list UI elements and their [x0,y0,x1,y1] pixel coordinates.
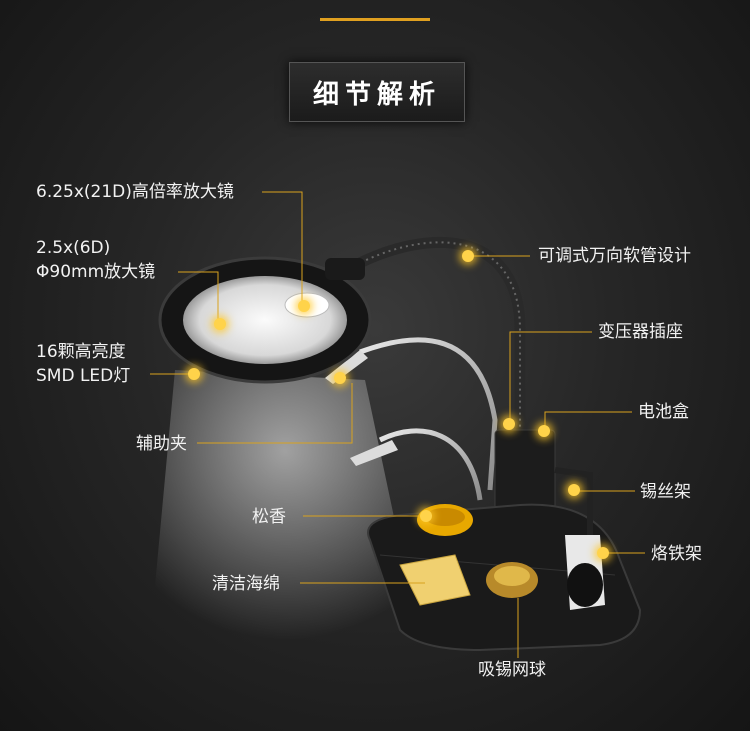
hotspot-gooseneck [462,250,474,262]
cleaning-sponge [399,554,471,606]
hotspot-battery [538,425,550,437]
hotspot-magnifier-low [214,318,226,330]
label-tip-cleaner: 吸锡网球 [478,660,546,680]
alligator-clip-2 [350,440,398,466]
label-iron-stand: 烙铁架 [651,544,702,564]
solder-rack [554,467,593,535]
hotspot-rosin [420,510,432,522]
label-magnifier-low-line1: 2.5x(6D) [36,238,111,258]
hotspot-magnifier-high [298,300,310,312]
label-gooseneck: 可调式万向软管设计 [538,246,691,266]
hotspot-clamp [334,372,346,384]
label-led: 16颗高亮度 SMD LED灯 [36,340,130,388]
hotspot-iron-stand [597,547,609,559]
hotspot-led [188,368,200,380]
label-sponge: 清洁海绵 [212,574,280,594]
label-battery: 电池盒 [638,402,689,422]
label-magnifier-high: 6.25x(21D)高倍率放大镜 [36,182,234,202]
magnifier-lens [183,276,347,364]
hotspot-transformer [503,418,515,430]
section-title-text: 细节解析 [312,79,441,110]
label-clamp: 辅助夹 [136,434,187,454]
label-led-line2: SMD LED灯 [36,366,131,386]
label-transformer: 变压器插座 [598,322,683,342]
section-title: 细节解析 [289,62,465,122]
label-led-line1: 16颗高亮度 [36,342,126,362]
top-accent-bar [320,18,430,21]
label-solder-rack: 锡丝架 [640,482,691,502]
label-magnifier-low: 2.5x(6D) Φ90mm放大镜 [36,236,155,284]
label-rosin: 松香 [252,507,286,527]
helping-arm-right [378,428,483,501]
label-magnifier-low-line2: Φ90mm放大镜 [36,262,156,282]
helping-arm-left [359,337,498,491]
hotspot-solder-rack [568,484,580,496]
